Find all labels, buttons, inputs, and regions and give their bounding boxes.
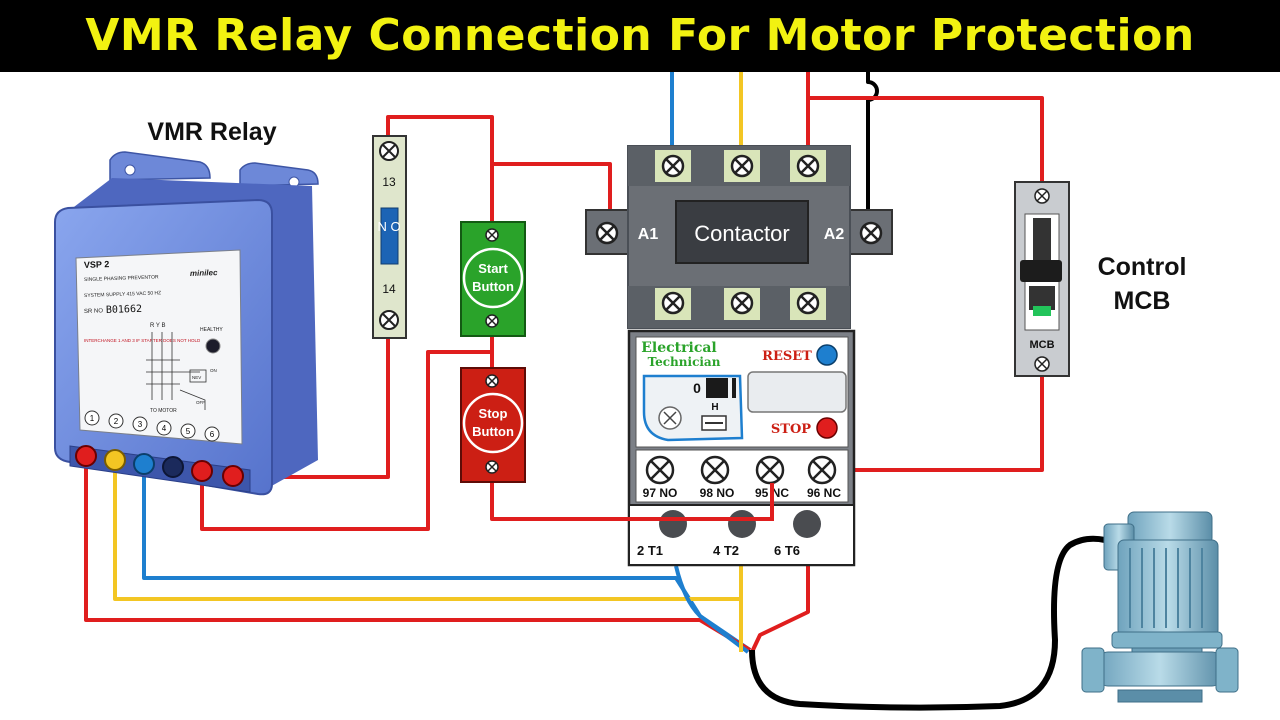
vmr-terminal-numbers: 1 2 3 4 5 6 [84,410,220,442]
contactor-a1-label: A1 [638,226,659,243]
vmr-terminal-label: 6 [210,430,215,439]
wire-supply-black [866,72,879,214]
wire-out-red [750,566,810,653]
vmr-schematic [146,332,207,410]
aux-terminal-label: 97 NO [643,486,678,500]
vmr-terminal-label: 3 [138,420,143,429]
wire-motor-cable [749,535,1106,711]
vmr-terminal-5 [191,460,213,482]
vmr-terminal-label: 2 [114,417,119,426]
vmr-healthy-label: HEALTHY [200,327,223,333]
contactor-bottom-terminals [655,288,826,320]
stop-button[interactable]: Stop Button [460,367,526,483]
mcb-label: MCB [1029,339,1054,351]
mcb-status-indicator [1033,306,1051,316]
output-terminal-label: 6 T6 [774,543,800,558]
wire-out-blue [674,565,750,654]
dial-h-label: H [711,402,718,413]
wire-stop-95nc-overlay [492,483,774,521]
status-window [747,371,847,413]
mcb-heading-line2: MCB [1114,287,1171,315]
vmr-supply: SYSTEM SUPPLY 415 VAC 50 HZ [84,290,161,299]
contactor-a1-terminal [585,209,631,255]
contactor-top-terminals [655,150,826,182]
wire-vmr5-node [200,350,492,531]
start-button-label: Button [472,279,514,294]
vmr-sr-number: B01662 [106,304,142,316]
wire-mcb-feed [808,96,1044,186]
healthy-led-icon [205,338,221,354]
motor-pump-icon [1081,511,1239,703]
test-switch[interactable] [706,378,728,398]
vmr-to-motor: TO MOTOR [150,408,177,414]
overload-stop-button[interactable] [816,417,838,439]
output-terminal-label: 4 T2 [713,543,739,558]
vmr-on: ON [210,368,217,373]
no-contact-block: 13 N O 14 [372,135,407,339]
vmr-terminal-label: 5 [186,427,191,436]
page-title: VMR Relay Connection For Motor Protectio… [0,0,1280,72]
vmr-nev: NEV [192,375,201,380]
control-mcb: MCB [1014,181,1070,377]
start-button[interactable]: Start Button [460,221,526,337]
overload-brand-line1: Electrical [641,340,717,356]
contactor: A1 A2 Contactor [585,145,893,329]
output-terminal-t3 [793,510,821,538]
vmr-terminal-2 [104,449,126,471]
no-contact-bottom-number: 14 [382,282,396,296]
overload-brand-line2: Technician [648,355,721,369]
vmr-terminal-6 [222,465,244,487]
contactor-a2-label: A2 [824,226,845,243]
vmr-terminal-label: 1 [90,414,95,423]
no-contact-label: N O [377,219,400,234]
wire-a1-start [490,162,612,226]
vmr-off: OFF [196,400,205,405]
mcb-toggle-switch[interactable] [1020,260,1062,282]
aux-terminal-label: 96 NC [807,486,841,500]
vmr-brand-logo: minilec [190,268,218,278]
vmr-subtitle: SINGLE PHASING PREVENTOR [84,274,159,283]
no-contact-top-number: 13 [382,175,396,189]
vmr-heading: VMR Relay [147,118,276,146]
reset-button[interactable] [816,344,838,366]
wire-mcb-return [838,368,1044,472]
vmr-note: INTERCHANGE 1 AND 3 IF STARTER DOES NOT … [84,338,201,343]
vmr-terminal-3 [133,453,155,475]
output-terminal-label: 2 T1 [637,543,663,558]
reset-label: RESET [762,349,812,364]
stop-label: STOP [771,422,811,437]
overload-relay: Electrical Technician RESET 0 H STOP 97 [627,329,856,567]
vmr-model: VSP 2 [84,259,110,270]
contactor-label: Contactor [694,221,789,246]
vmr-rybl: R Y B [150,323,165,329]
vmr-sr-label: SR NO [84,308,104,315]
mcb-heading-line1: Control [1098,253,1187,281]
dial-zero-label: 0 [693,380,701,396]
vmr-terminal-1 [75,445,97,467]
start-button-label: Start [478,261,508,276]
stop-button-label: Button [472,424,514,439]
no-contact-label: N O [377,219,400,234]
aux-terminal-label: 98 NO [700,486,735,500]
stop-button-label: Stop [479,406,508,421]
wire-start-no [386,115,494,164]
vmr-relay: VMR Relay VSP 2 SINGLE PHASING PREVENTOR… [54,118,319,496]
vmr-terminal-label: 4 [162,424,167,433]
output-terminal-t2 [728,510,756,538]
aux-terminals [645,455,837,485]
output-terminal-t1 [659,510,687,538]
vmr-terminal-4 [162,456,184,478]
